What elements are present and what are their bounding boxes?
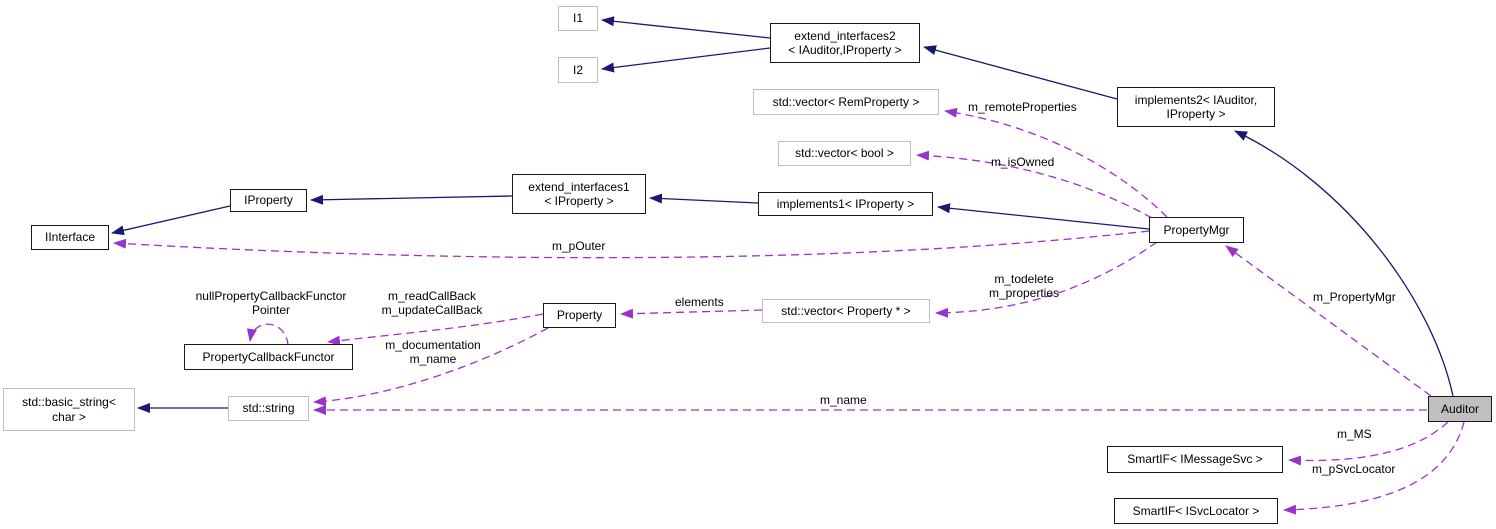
edge-inherit-extend-interfaces2-to-i2 [601,47,771,73]
edge-usage-m-remoteproperties [944,107,1168,218]
edge-label-elements: elements [675,295,724,309]
edge-usage-m-todelete-properties [935,241,1158,318]
edge-label-m-todelete-properties: m_todelete m_properties [988,272,1060,301]
edge-label-m-ms: m_MS [1337,427,1372,441]
class-node-propertymgr[interactable]: PropertyMgr [1149,217,1244,243]
edge-label-m-readcallback-updatecallback: m_readCallBack m_updateCallBack [381,289,483,318]
edge-inherit-implements2-to-extend-interfaces2 [923,45,1118,100]
edge-label-m-propertymgr: m_PropertyMgr [1313,290,1396,304]
class-node-std-vector-remproperty: std::vector< RemProperty > [753,89,939,115]
edge-usage-self-loop [246,323,289,346]
class-node-extend-interfaces2[interactable]: extend_interfaces2 < IAuditor,IProperty … [770,23,920,63]
edge-inherit-extend-interfaces2-to-i1 [601,16,771,39]
edge-label-m-remoteproperties: m_remoteProperties [968,100,1077,114]
edge-usage-m-isowned [916,150,1153,219]
class-node-std-vector-bool: std::vector< bool > [778,141,911,166]
edge-usage-elements [620,308,763,319]
class-node-iproperty[interactable]: IProperty [230,189,307,212]
edge-label-m-name: m_name [820,393,867,407]
class-node-iinterface[interactable]: IInterface [31,225,109,250]
edge-inherit-implements1-to-extend-interfaces1 [649,193,759,204]
class-node-auditor-current: Auditor [1428,396,1492,422]
edge-usage-m-documentation [313,327,549,407]
class-node-smartif-isvclocator[interactable]: SmartIF< ISvcLocator > [1114,498,1278,524]
edge-label-m-documentation-name: m_documentation m_name [385,338,481,367]
class-node-smartif-imessagesvc[interactable]: SmartIF< IMessageSvc > [1107,446,1283,473]
class-node-implements1[interactable]: implements1< IProperty > [758,192,933,216]
edge-label-nullpropertycallbackfunctor-pointer: nullPropertyCallbackFunctor Pointer [195,289,347,318]
edge-usage-m-pouter [113,230,1150,259]
edge-usage-m-psvclocator [1283,421,1465,515]
edge-usage-m-ms [1288,421,1449,466]
edge-inherit-propertymgr-to-implements1 [937,203,1150,230]
edge-usage-m-propertymgr [1225,245,1432,397]
edge-label-m-psvclocator: m_pSvcLocator [1312,462,1396,476]
class-node-i2: I2 [558,57,598,83]
class-node-std-vector-property-ptr: std::vector< Property * > [762,299,930,323]
edge-label-m-isowned: m_isOwned [991,155,1055,169]
class-node-i1: I1 [558,6,598,31]
class-node-std-basic-string: std::basic_string< char > [3,388,135,431]
class-node-property[interactable]: Property [543,303,616,328]
edge-inherit-iproperty-to-iinterface [111,205,231,236]
class-node-extend-interfaces1[interactable]: extend_interfaces1 < IProperty > [512,174,646,214]
class-node-implements2[interactable]: implements2< IAuditor, IProperty > [1117,87,1275,127]
edge-usage-m-readcallback [327,313,544,346]
edge-inherit-extend-interfaces1-to-iproperty [310,194,513,205]
class-node-std-string: std::string [228,396,309,421]
edge-inherit-auditor-to-implements2 [1234,130,1454,397]
edge-label-m-pouter: m_pOuter [552,239,606,253]
class-node-propertycallbackfunctor[interactable]: PropertyCallbackFunctor [184,344,353,370]
